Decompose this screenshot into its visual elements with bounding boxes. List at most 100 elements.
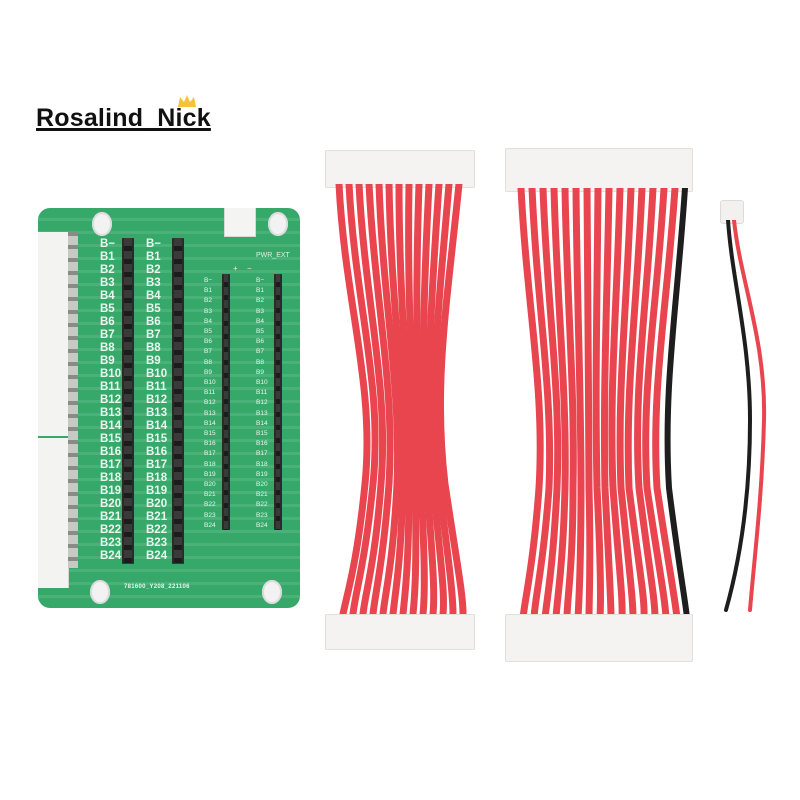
pin-label: B5	[100, 303, 115, 315]
pin-label: B5	[256, 328, 264, 336]
side-connector-bottom	[38, 438, 69, 588]
cable1-wires	[335, 184, 467, 614]
pin-label: B4	[204, 317, 212, 325]
pin-label: B19	[100, 485, 122, 497]
pin-label: B18	[204, 460, 216, 468]
pin-label: B11	[256, 389, 268, 397]
pin-label: B12	[204, 399, 216, 407]
pin-label: B23	[100, 537, 122, 549]
pin-label: B6	[256, 338, 264, 346]
pin-label: B24	[204, 521, 216, 529]
pin-label: B22	[204, 501, 216, 509]
pin-label: B14	[100, 420, 122, 432]
pin-label: B19	[256, 470, 268, 478]
pin-label: B10	[256, 379, 268, 387]
pin-label: B7	[256, 348, 264, 356]
pin-label: B22	[100, 524, 122, 536]
mount-hole-bottom-left	[90, 580, 110, 604]
cable1-top-plug	[325, 150, 475, 188]
pin-label: B16	[146, 446, 168, 458]
pin-label: B14	[146, 420, 168, 432]
side-connector-top	[38, 232, 69, 436]
label-column-2: B− B1 B2 B3 B4 B5 B6 B7 B8 B9 B10 B11 B1…	[146, 238, 167, 563]
pin-label: B1	[100, 251, 115, 263]
pin-label: B19	[146, 485, 168, 497]
mount-hole-top-right	[268, 212, 288, 236]
pin-header-4	[274, 274, 282, 530]
pin-label: B10	[100, 368, 122, 380]
pin-label: B9	[204, 368, 212, 376]
pin-label: B8	[204, 358, 212, 366]
pin-label: B3	[146, 277, 161, 289]
pin-label: B11	[146, 381, 167, 393]
pin-label: B22	[256, 501, 268, 509]
pin-label: B15	[256, 430, 268, 438]
pin-label: B4	[100, 290, 115, 302]
pin-label: B24	[256, 521, 268, 529]
pin-label: B13	[204, 409, 216, 417]
pin-label: B18	[146, 472, 168, 484]
pcb-traces	[38, 208, 300, 608]
pin-label: B−	[256, 277, 265, 284]
balance-pcb-board: PWR_EXT + − B− B1 B2 B3 B4 B5 B6 B7 B8 B…	[38, 208, 300, 608]
pin-label: B5	[204, 328, 212, 336]
pin-label: B2	[256, 297, 264, 305]
pin-label: B18	[256, 460, 268, 468]
pin-label: B23	[146, 537, 168, 549]
pin-label: B18	[100, 472, 122, 484]
pin-label: B15	[100, 433, 122, 445]
pin-label: B10	[204, 379, 216, 387]
pin-label: B1	[204, 287, 212, 295]
pin-label: B21	[146, 511, 168, 523]
cable2-top-plug	[505, 148, 693, 192]
pin-label: B4	[146, 290, 161, 302]
pin-label: B21	[204, 491, 216, 499]
pin-label: B20	[204, 481, 216, 489]
pwr-ext-connector	[224, 208, 256, 237]
pin-label: B14	[204, 419, 216, 427]
pin-label: B2	[146, 264, 161, 276]
pin-label: B8	[146, 342, 161, 354]
pin-label: B7	[204, 348, 212, 356]
pwr-minus-label: −	[247, 264, 252, 273]
pin-label: B3	[204, 307, 212, 315]
pin-label: B22	[146, 524, 168, 536]
pin-label: B13	[256, 409, 268, 417]
mount-hole-bottom-right	[262, 580, 282, 604]
label-column-4: B− B1 B2 B3 B4 B5 B6 B7 B8 B9 B10 B11 B1…	[256, 276, 268, 531]
watermark-text: Rosalind_Nick	[36, 104, 211, 132]
cable2-bottom-plug	[505, 614, 693, 662]
pin-label: B12	[146, 394, 168, 406]
pin-label: B23	[256, 511, 268, 519]
mount-hole-top-left	[92, 212, 112, 236]
pin-label: B24	[100, 550, 122, 562]
pin-label: B19	[204, 470, 216, 478]
pin-label: B14	[256, 419, 268, 427]
pin-label: B5	[146, 303, 161, 315]
pin-label: B9	[146, 355, 161, 367]
balance-cable-13-wire	[325, 150, 475, 650]
side-connector-pins	[68, 232, 78, 568]
pin-label: B20	[256, 481, 268, 489]
pin-label: B11	[100, 381, 121, 393]
pin-label: B1	[256, 287, 264, 295]
pin-label: B6	[100, 316, 115, 328]
pin-label: B10	[146, 368, 168, 380]
pin-label: B−	[204, 277, 213, 284]
pin-label: B8	[100, 342, 115, 354]
pin-label: B24	[146, 550, 168, 562]
pin-label: B20	[146, 498, 168, 510]
pin-label: B−	[146, 238, 162, 250]
label-column-3: B− B1 B2 B3 B4 B5 B6 B7 B8 B9 B10 B11 B1…	[204, 276, 216, 531]
pin-label: B12	[100, 394, 122, 406]
pin-label: B4	[256, 317, 264, 325]
pin-header-3	[222, 274, 230, 530]
pin-label: B9	[256, 368, 264, 376]
pin-label: B8	[256, 358, 264, 366]
pin-label: B12	[256, 399, 268, 407]
black-wire	[664, 188, 690, 618]
pin-label: B17	[204, 450, 216, 458]
pin-label: B17	[146, 459, 168, 471]
pin-label: B20	[100, 498, 122, 510]
pin-label: B23	[204, 511, 216, 519]
